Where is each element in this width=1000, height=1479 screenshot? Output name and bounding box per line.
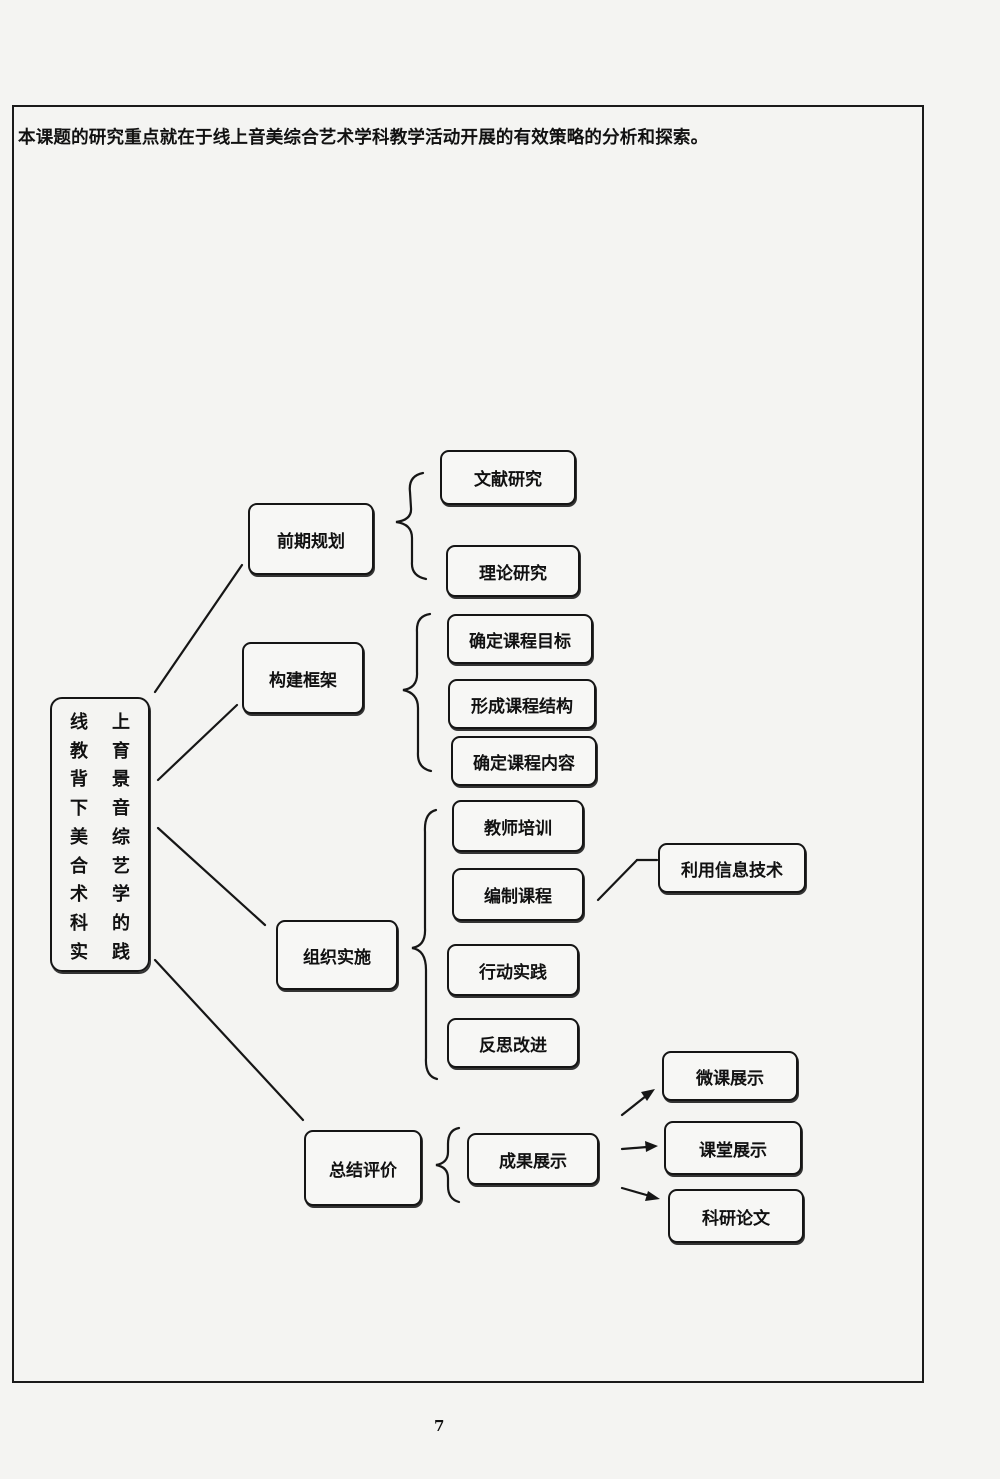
child-node-course-compilation: 编制课程 bbox=[452, 868, 584, 921]
root-char: 美 bbox=[70, 826, 88, 848]
root-char: 践 bbox=[112, 941, 130, 963]
child-node-teacher-training: 教师培训 bbox=[452, 800, 584, 852]
child-node-reflection: 反思改进 bbox=[447, 1018, 579, 1068]
root-char: 学 bbox=[112, 884, 130, 906]
phase-node-evaluation: 总结评价 bbox=[304, 1130, 422, 1206]
child-node-course-goals: 确定课程目标 bbox=[447, 614, 593, 664]
child-node-literature-research: 文献研究 bbox=[440, 450, 576, 505]
child-node-course-structure: 形成课程结构 bbox=[448, 679, 596, 729]
phase-node-framework: 构建框架 bbox=[242, 642, 364, 714]
child-node-course-content: 确定课程内容 bbox=[451, 736, 597, 786]
root-char: 下 bbox=[70, 798, 88, 820]
page-number: 7 bbox=[434, 1417, 445, 1435]
root-char: 上 bbox=[112, 712, 130, 733]
child-node-action-practice: 行动实践 bbox=[447, 944, 579, 996]
root-char: 术 bbox=[70, 884, 88, 906]
root-char: 景 bbox=[112, 769, 130, 791]
extra-node-information-technology: 利用信息技术 bbox=[658, 843, 806, 893]
phase-node-planning: 前期规划 bbox=[248, 503, 374, 575]
child-node-results-display: 成果展示 bbox=[467, 1133, 599, 1185]
root-char: 的 bbox=[112, 912, 130, 934]
root-char: 教 bbox=[70, 740, 88, 762]
root-topic-node: 线 教 背 下 美 合 术 科 实 上 育 景 音 综 艺 学 的 践 bbox=[50, 697, 150, 972]
root-char: 背 bbox=[70, 769, 88, 791]
outcome-node-research-paper: 科研论文 bbox=[668, 1189, 804, 1243]
outcome-node-classroom: 课堂展示 bbox=[664, 1121, 802, 1175]
root-char: 线 bbox=[70, 712, 88, 733]
phase-node-implementation: 组织实施 bbox=[276, 920, 398, 990]
root-char: 实 bbox=[70, 941, 88, 963]
child-node-theory-research: 理论研究 bbox=[446, 545, 580, 597]
root-char: 音 bbox=[112, 798, 130, 820]
root-char: 育 bbox=[112, 740, 130, 762]
root-char: 综 bbox=[112, 826, 130, 848]
outcome-node-micro-course: 微课展示 bbox=[662, 1051, 798, 1101]
intro-paragraph: 本课题的研究重点就在于线上音美综合艺术学科教学活动开展的有效策略的分析和探索。 bbox=[18, 128, 709, 148]
root-char: 合 bbox=[70, 855, 88, 877]
root-char: 科 bbox=[70, 912, 88, 934]
root-text-column-2: 上 育 景 音 综 艺 学 的 践 bbox=[112, 709, 130, 970]
root-char: 艺 bbox=[112, 855, 130, 877]
root-text-column-1: 线 教 背 下 美 合 术 科 实 bbox=[70, 709, 88, 970]
page-border bbox=[12, 105, 924, 1383]
